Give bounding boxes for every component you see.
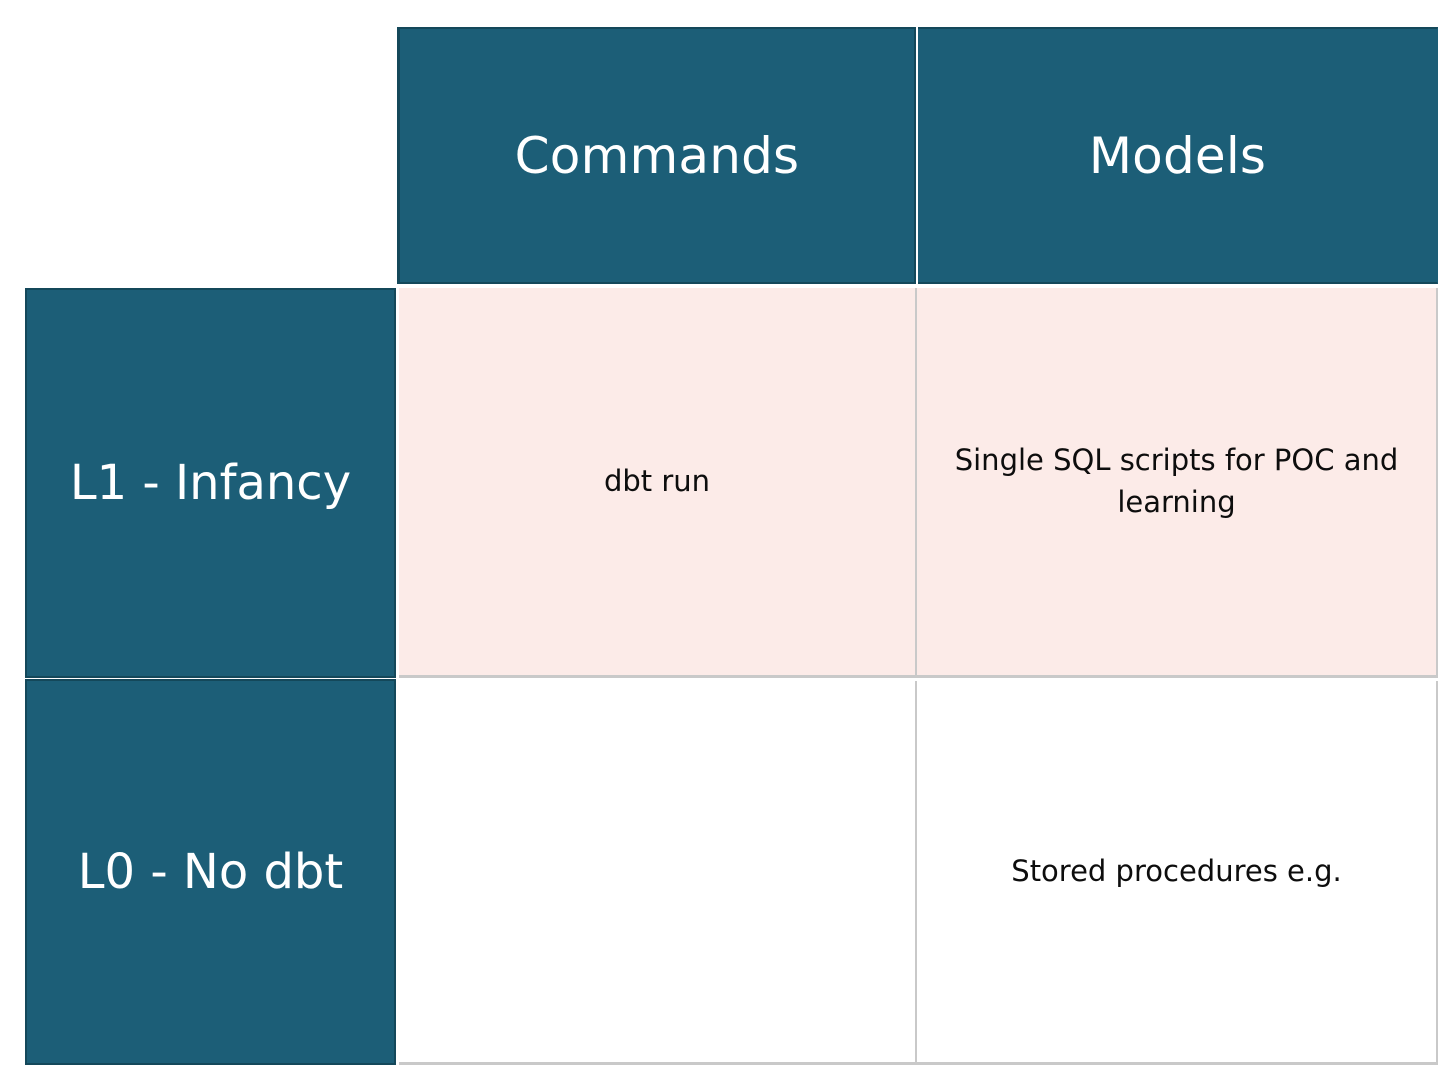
- row-header-l1-infancy-label: L1 - Infancy: [69, 455, 352, 511]
- cell-l1-models-text: Single SQL scripts for POC and learning: [954, 443, 1399, 519]
- cell-l1-models[interactable]: Single SQL scripts for POC and learning: [917, 288, 1438, 678]
- column-header-commands[interactable]: Commands: [397, 27, 916, 284]
- column-header-models[interactable]: Models: [918, 27, 1438, 284]
- row-header-l0-no-dbt-label: L0 - No dbt: [77, 844, 344, 900]
- cell-l0-models-text: Stored procedures e.g.: [1011, 853, 1342, 888]
- column-header-models-label: Models: [1088, 126, 1267, 185]
- cell-l0-models[interactable]: Stored procedures e.g.: [917, 681, 1438, 1065]
- row-header-l0-no-dbt[interactable]: L0 - No dbt: [25, 679, 396, 1065]
- column-header-commands-label: Commands: [514, 126, 800, 185]
- cell-l1-commands-text: dbt run: [603, 463, 711, 498]
- row-header-l1-infancy[interactable]: L1 - Infancy: [25, 288, 396, 678]
- cell-l0-commands[interactable]: [399, 681, 917, 1065]
- cell-l1-commands[interactable]: dbt run: [399, 288, 917, 678]
- matrix-corner-blank: [0, 0, 396, 284]
